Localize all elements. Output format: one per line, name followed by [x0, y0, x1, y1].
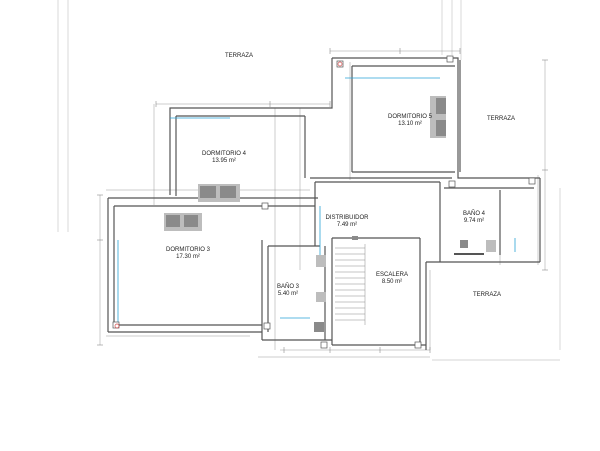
columns — [112, 55, 536, 349]
room-label-distribuidor: DISTRIBUIDOR 7.49 m² — [322, 215, 372, 229]
room-label-terraza-nw: TERRAZA — [214, 53, 264, 60]
room-label-terraza-se: TERRAZA — [462, 292, 512, 299]
room-name: BAÑO 4 — [462, 211, 485, 217]
room-name: DORMITORIO 4 — [202, 151, 246, 157]
room-name: DISTRIBUIDOR — [325, 215, 369, 221]
room-label-dormitorio-3: DORMITORIO 3 17.30 m² — [160, 247, 216, 261]
room-name: TERRAZA — [486, 116, 515, 122]
room-label-dormitorio-5: DORMITORIO 5 13.10 m² — [382, 114, 438, 128]
plumbing-lines — [117, 77, 516, 322]
room-label-bano-3: BAÑO 3 5.40 m² — [268, 284, 308, 298]
column-markers-red — [114, 61, 343, 329]
room-area: 13.95 m² — [212, 158, 236, 164]
room-name: DORMITORIO 5 — [388, 114, 432, 120]
room-name: DORMITORIO 3 — [166, 247, 210, 253]
room-name: TERRAZA — [224, 53, 253, 59]
furniture — [164, 96, 496, 332]
room-area: 17.30 m² — [176, 254, 200, 260]
room-area: 7.49 m² — [336, 222, 358, 228]
room-name: TERRAZA — [472, 292, 501, 298]
dimension-lines — [99, 50, 546, 358]
room-name: BAÑO 3 — [276, 284, 299, 290]
stair-steps — [335, 244, 366, 325]
room-area: 8.50 m² — [381, 279, 403, 285]
dimension-ticks — [97, 48, 548, 353]
room-label-bano-4: BAÑO 4 9.74 m² — [454, 211, 494, 225]
room-label-dormitorio-4: DORMITORIO 4 13.95 m² — [196, 151, 252, 165]
terrace-outline — [57, 0, 561, 361]
room-label-escalera: ESCALERA 8.50 m² — [372, 272, 412, 286]
room-label-terraza-ne: TERRAZA — [476, 116, 526, 123]
room-name: ESCALERA — [375, 272, 408, 278]
room-area: 5.40 m² — [277, 291, 299, 297]
room-area: 13.10 m² — [398, 121, 422, 127]
room-area: 9.74 m² — [463, 218, 485, 224]
walls — [107, 57, 541, 350]
